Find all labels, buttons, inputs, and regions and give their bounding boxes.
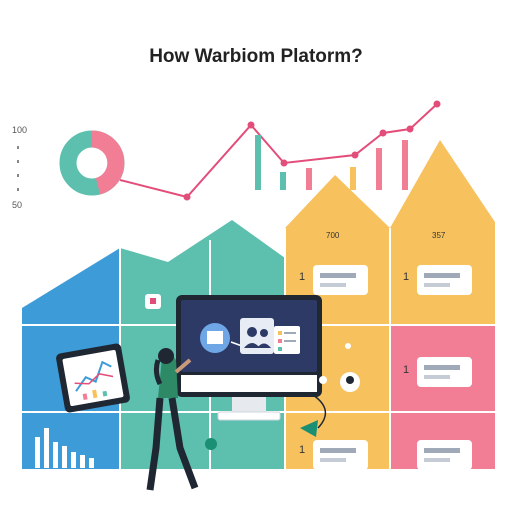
axis-tick-mark bbox=[17, 160, 19, 163]
top-bar bbox=[280, 172, 286, 190]
text-card bbox=[417, 440, 472, 470]
top-bar bbox=[402, 140, 408, 190]
row-marker: 1 bbox=[403, 271, 409, 283]
tablet-chart bbox=[56, 343, 130, 413]
axis-tick-mark bbox=[17, 174, 19, 177]
row-marker: 1 bbox=[299, 444, 305, 456]
top-left-axis: 100 50 bbox=[12, 125, 27, 210]
axis-tick-mark bbox=[17, 188, 19, 191]
small-badge-icon bbox=[145, 294, 161, 309]
page-title: How Warbiom Platorm? bbox=[149, 46, 363, 67]
top-bar bbox=[350, 167, 356, 190]
accent-dot bbox=[345, 343, 351, 349]
text-card bbox=[417, 265, 472, 295]
trend-point bbox=[406, 125, 414, 133]
top-bars bbox=[255, 135, 408, 190]
white-bar-chart bbox=[35, 428, 94, 468]
arrow-head-icon bbox=[300, 420, 318, 437]
screen-users-panel bbox=[240, 318, 274, 354]
roof-label-left: 700 bbox=[326, 231, 340, 240]
donut-pink-slice bbox=[91, 130, 125, 195]
user-icon bbox=[260, 329, 268, 337]
row-marker: 1 bbox=[403, 364, 409, 376]
trend-line bbox=[119, 103, 438, 199]
monitor-base bbox=[217, 411, 281, 421]
person-head bbox=[158, 348, 174, 364]
top-bar bbox=[306, 168, 312, 190]
trend-point bbox=[183, 193, 191, 201]
trend-point bbox=[379, 129, 387, 137]
monitor-neck bbox=[232, 397, 266, 413]
text-card bbox=[313, 440, 368, 470]
top-bar bbox=[255, 135, 261, 190]
accent-dot bbox=[319, 376, 327, 384]
text-cards bbox=[313, 265, 472, 470]
row-marker: 1 bbox=[299, 271, 305, 283]
user-icon bbox=[247, 327, 257, 337]
accent-dot bbox=[205, 438, 217, 450]
axis-tick-bottom: 50 bbox=[12, 200, 22, 210]
trend-points bbox=[183, 100, 441, 201]
curved-arrow bbox=[312, 394, 327, 429]
monitor bbox=[176, 295, 322, 421]
trend-point bbox=[247, 121, 255, 129]
roof-label-right: 357 bbox=[432, 231, 446, 240]
text-card bbox=[417, 357, 472, 387]
person-shirt bbox=[158, 354, 178, 398]
trend-point bbox=[433, 100, 441, 108]
monitor-chin bbox=[181, 375, 317, 392]
axis-tick-top: 100 bbox=[12, 125, 27, 135]
axis-tick-mark bbox=[17, 146, 19, 149]
text-card bbox=[313, 265, 368, 295]
person-badge-icon bbox=[340, 372, 360, 392]
trend-point bbox=[351, 151, 359, 159]
person-figure bbox=[146, 348, 199, 491]
donut-chart bbox=[59, 130, 125, 196]
trend-point bbox=[280, 159, 288, 167]
top-bar bbox=[376, 148, 382, 190]
